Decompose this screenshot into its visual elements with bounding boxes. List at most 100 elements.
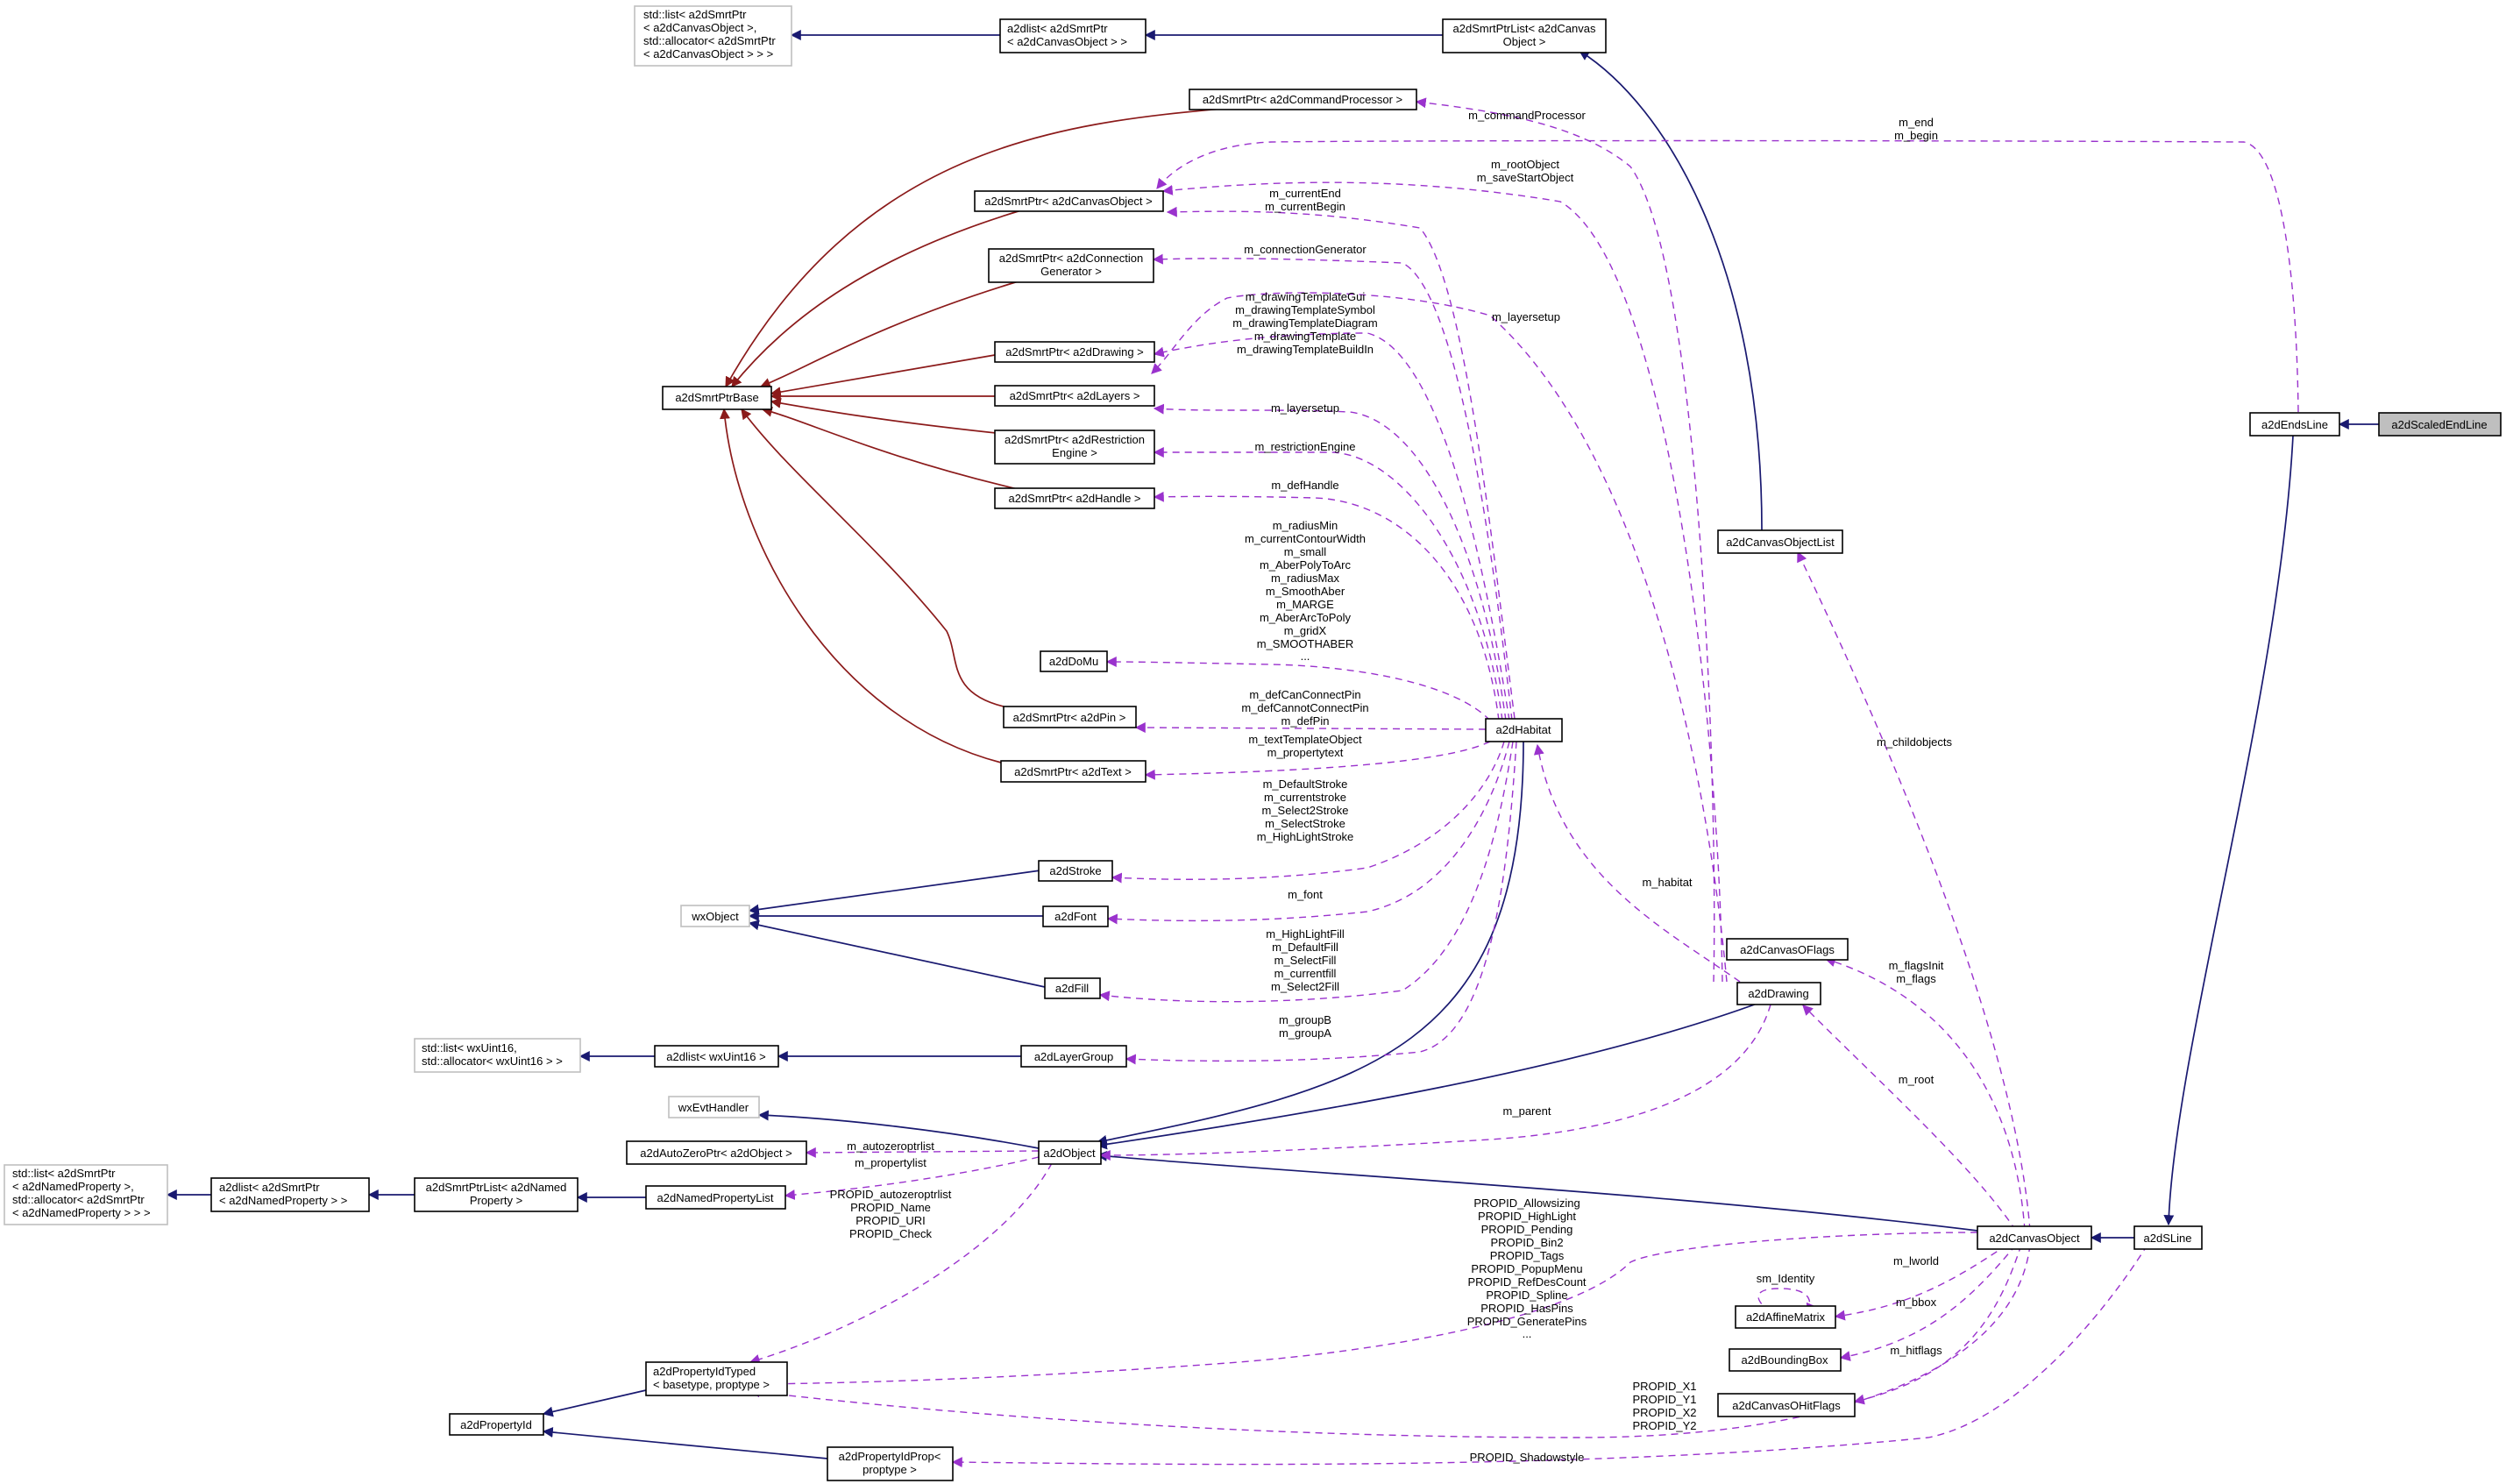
node-a2ddrawing[interactable]: a2dDrawing (1736, 982, 1821, 1005)
node-line: Property > (470, 1194, 522, 1207)
node-a2dlayergroup[interactable]: a2dLayerGroup (1020, 1045, 1127, 1068)
label-line: m_currentEnd (1269, 187, 1341, 200)
node-a2dlist-canvasobject[interactable]: a2dlist< a2dSmrtPtr < a2dCanvasObject > … (999, 18, 1147, 53)
label-line: PROPID_PopupMenu (1471, 1262, 1582, 1275)
label-line: PROPID_GeneratePins (1467, 1315, 1587, 1328)
node-a2dcanvasobject[interactable]: a2dCanvasObject (1977, 1225, 2092, 1250)
label-restr: m_restrictionEngine (1255, 440, 1356, 453)
node-a2dlist-namedproperty[interactable]: a2dlist< a2dSmrtPtr < a2dNamedProperty >… (210, 1177, 370, 1212)
node-a2dnamedpropertylist[interactable]: a2dNamedPropertyList (645, 1185, 786, 1210)
node-wxevthandler[interactable]: wxEvtHandler (668, 1096, 760, 1118)
node-line: a2dStroke (1049, 864, 1101, 877)
node-a2dpropertyidprop[interactable]: a2dPropertyIdProp< proptype > (827, 1446, 954, 1481)
label-line: PROPID_Y1 (1633, 1393, 1697, 1406)
label-text: m_textTemplateObject m_propertytext (1248, 733, 1362, 759)
label-line: m_SelectFill (1274, 954, 1337, 967)
node-a2dcanvasohitflags[interactable]: a2dCanvasOHitFlags (1717, 1393, 1856, 1417)
node-a2dsmrtptr-layers[interactable]: a2dSmrtPtr< a2dLayers > (994, 385, 1155, 407)
label-line: m_begin (1894, 129, 1938, 142)
node-line: a2dPropertyId (460, 1418, 532, 1431)
label-line: m_propertytext (1267, 746, 1344, 759)
node-a2dlist-wxuint16[interactable]: a2dlist< wxUint16 > (654, 1045, 779, 1068)
label-line: m_parent (1503, 1104, 1551, 1118)
node-a2daffinematrix[interactable]: a2dAffineMatrix (1735, 1305, 1836, 1329)
node-a2dobject[interactable]: a2dObject (1038, 1140, 1102, 1165)
node-a2dstroke[interactable]: a2dStroke (1038, 860, 1113, 882)
label-line: m_SmoothAber (1266, 585, 1345, 598)
edge-propid-xy-usage (749, 1244, 2031, 1438)
edge-bbox-usage (1839, 1244, 2017, 1361)
node-a2dpropertyidtyped[interactable]: a2dPropertyIdTyped < basetype, proptype … (645, 1361, 788, 1396)
node-line: a2dSmrtPtrList< a2dNamed (426, 1181, 567, 1194)
label-line: sm_Identity (1757, 1272, 1815, 1285)
node-line: < a2dNamedProperty > > > (12, 1206, 151, 1219)
label-line: m_small (1284, 545, 1327, 558)
node-a2dscaledendline[interactable]: a2dScaledEndLine (2378, 412, 2502, 437)
smartptr-base-edges (720, 107, 1235, 763)
node-line: a2dSmrtPtr< a2dText > (1014, 765, 1132, 778)
label-line: m_DefaultFill (1272, 941, 1338, 954)
node-a2dautozeroptr-object[interactable]: a2dAutoZeroPtr< a2dObject > (626, 1140, 807, 1165)
node-a2dpropertyid[interactable]: a2dPropertyId (449, 1413, 544, 1436)
label-line: PROPID_HighLight (1478, 1210, 1576, 1223)
label-drawtmpl: m_drawingTemplateGui m_drawingTemplateSy… (1232, 290, 1377, 356)
label-line: PROPID_Tags (1490, 1249, 1565, 1262)
node-line: < a2dNamedProperty >, (12, 1180, 134, 1193)
node-a2dsmrtptr-handle[interactable]: a2dSmrtPtr< a2dHandle > (994, 487, 1155, 509)
node-a2dsmrtptr-commandprocessor[interactable]: a2dSmrtPtr< a2dCommandProcessor > (1189, 89, 1417, 110)
label-line: m_layersetup (1492, 310, 1560, 323)
edge-shadow-usage (951, 1244, 2148, 1468)
label-layersetup: m_layersetup (1271, 401, 1339, 415)
node-a2dsmrtptrlist-namedproperty[interactable]: a2dSmrtPtrList< a2dNamed Property > (414, 1177, 579, 1212)
node-a2dcanvasobjectlist[interactable]: a2dCanvasObjectList (1717, 529, 1843, 554)
node-a2dsmrtptrbase[interactable]: a2dSmrtPtrBase (662, 386, 772, 410)
node-line: a2dSmrtPtr< a2dCanvasObject > (984, 195, 1153, 208)
node-std-list-wxuint16[interactable]: std::list< wxUint16, std::allocator< wxU… (414, 1038, 581, 1073)
label-line: m_rootObject (1491, 158, 1559, 171)
node-a2dendsline[interactable]: a2dEndsLine (2249, 412, 2340, 437)
node-a2dsmrtptr-restrictionengine[interactable]: a2dSmrtPtr< a2dRestriction Engine > (994, 430, 1155, 465)
node-a2ddomu[interactable]: a2dDoMu (1040, 650, 1108, 672)
edge-drawtmpl2-usage (1153, 332, 1510, 721)
node-a2dsmrtptr-text[interactable]: a2dSmrtPtr< a2dText > (1000, 760, 1147, 783)
node-wxobject[interactable]: wxObject (680, 905, 750, 927)
node-a2dsmrtptr-canvasobject[interactable]: a2dSmrtPtr< a2dCanvasObject > (974, 190, 1164, 212)
label-line: m_drawingTemplateGui (1246, 290, 1366, 303)
label-bbox: m_bbox (1896, 1296, 1937, 1309)
node-line: a2dNamedPropertyList (657, 1191, 774, 1204)
node-a2dsmrtptrlist-canvasobject[interactable]: a2dSmrtPtrList< a2dCanvas Object > (1442, 18, 1607, 53)
edge-root-save-usage (1161, 181, 1723, 983)
node-a2dsmrtptr-pin[interactable]: a2dSmrtPtr< a2dPin > (1003, 706, 1137, 728)
label-line: PROPID_Spline (1486, 1289, 1567, 1302)
node-std-list-namedproperty[interactable]: std::list< a2dSmrtPtr < a2dNamedProperty… (4, 1164, 168, 1225)
label-line: m_groupA (1279, 1026, 1331, 1040)
label-line: m_drawingTemplateSymbol (1235, 303, 1375, 316)
label-line: m_font (1288, 888, 1323, 901)
label-identity: sm_Identity (1757, 1272, 1815, 1285)
label-line: PROPID_Check (849, 1227, 932, 1240)
node-line: < a2dCanvasObject >, (643, 21, 756, 34)
node-line: std::list< a2dSmrtPtr (643, 8, 747, 21)
node-a2dsmrtptr-drawing[interactable]: a2dSmrtPtr< a2dDrawing > (994, 341, 1155, 363)
edge-habitat-usage (1533, 743, 1741, 983)
node-a2dcanvasoflags[interactable]: a2dCanvasOFlags (1726, 938, 1849, 961)
label-line: ... (1523, 1327, 1532, 1340)
label-line: m_currentContourWidth (1245, 532, 1366, 545)
label-line: m_gridX (1284, 624, 1327, 637)
node-a2dfill[interactable]: a2dFill (1044, 977, 1101, 999)
node-a2dfont[interactable]: a2dFont (1042, 905, 1109, 927)
label-font: m_font (1288, 888, 1323, 901)
node-std-list-canvasobject[interactable]: std::list< a2dSmrtPtr < a2dCanvasObject … (634, 5, 792, 67)
label-line: m_lworld (1893, 1254, 1939, 1267)
node-a2dhabitat[interactable]: a2dHabitat (1485, 718, 1563, 742)
label-line: PROPID_Name (850, 1201, 931, 1214)
node-line: a2dSmrtPtr< a2dConnection (999, 252, 1143, 265)
node-a2dsmrtptr-connectiongenerator[interactable]: a2dSmrtPtr< a2dConnection Generator > (988, 248, 1154, 283)
node-a2dboundingbox[interactable]: a2dBoundingBox (1729, 1348, 1842, 1372)
edge-ptr-conngen-to-base (759, 280, 1022, 388)
node-a2dsline[interactable]: a2dSLine (2133, 1225, 2203, 1250)
node-line: a2dObject (1043, 1147, 1096, 1160)
label-line: m_currentstroke (1264, 791, 1346, 804)
edge-canvasobjlist-to-smrtptrlist (1578, 50, 1763, 531)
